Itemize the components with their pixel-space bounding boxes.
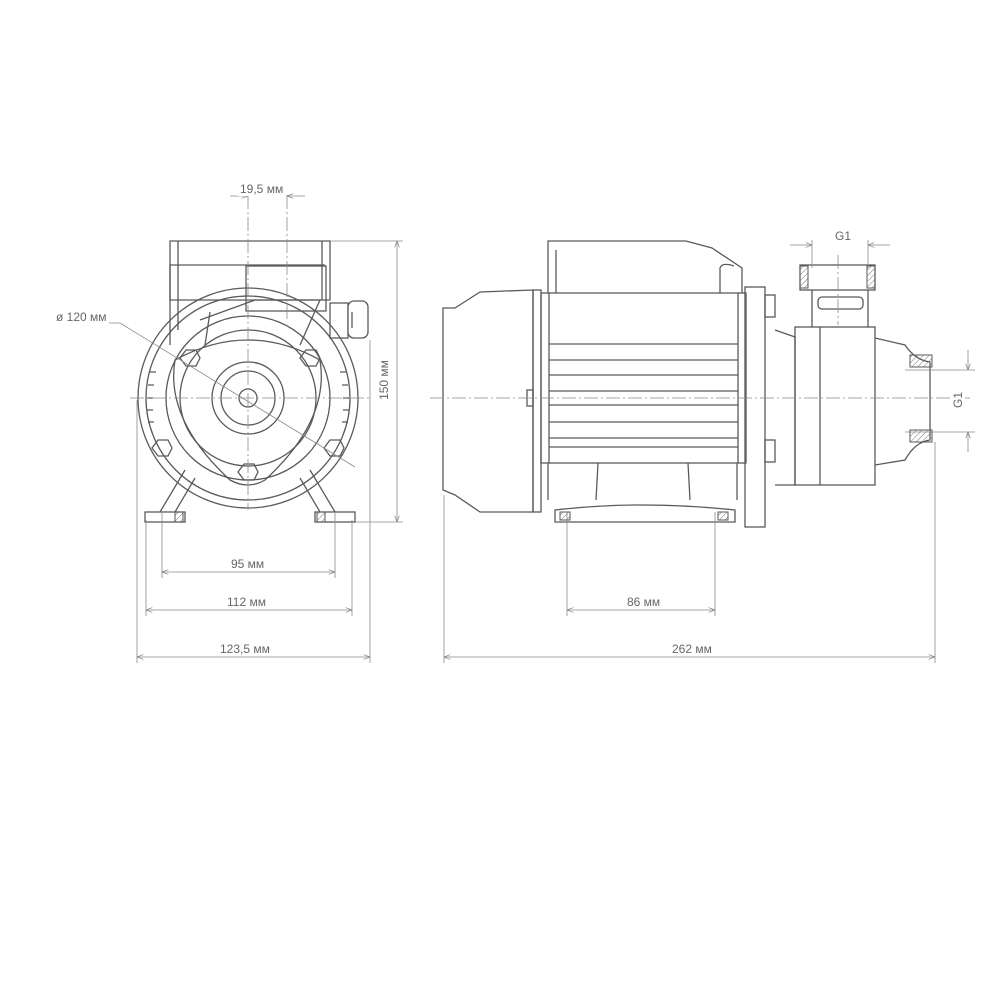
side-view xyxy=(430,240,970,528)
hex-bolts xyxy=(151,349,345,481)
side-dimensions xyxy=(443,240,975,663)
dim-offset-label: 19,5 мм xyxy=(238,182,286,196)
dim-inlet-thread-label: G1 xyxy=(951,389,966,411)
dim-total-width-label: 123,5 мм xyxy=(218,642,272,656)
dim-foot-holes-label: 86 мм xyxy=(625,595,663,609)
front-view xyxy=(130,195,370,523)
dim-diameter-label: ø 120 мм xyxy=(54,310,109,324)
dim-height-label: 150 мм xyxy=(376,358,391,402)
dim-feet-holes-label: 95 мм xyxy=(229,557,267,571)
dim-total-length-label: 262 мм xyxy=(670,642,714,656)
dim-outlet-thread-label: G1 xyxy=(833,229,854,243)
dim-feet-outer-label: 112 мм xyxy=(225,595,268,609)
